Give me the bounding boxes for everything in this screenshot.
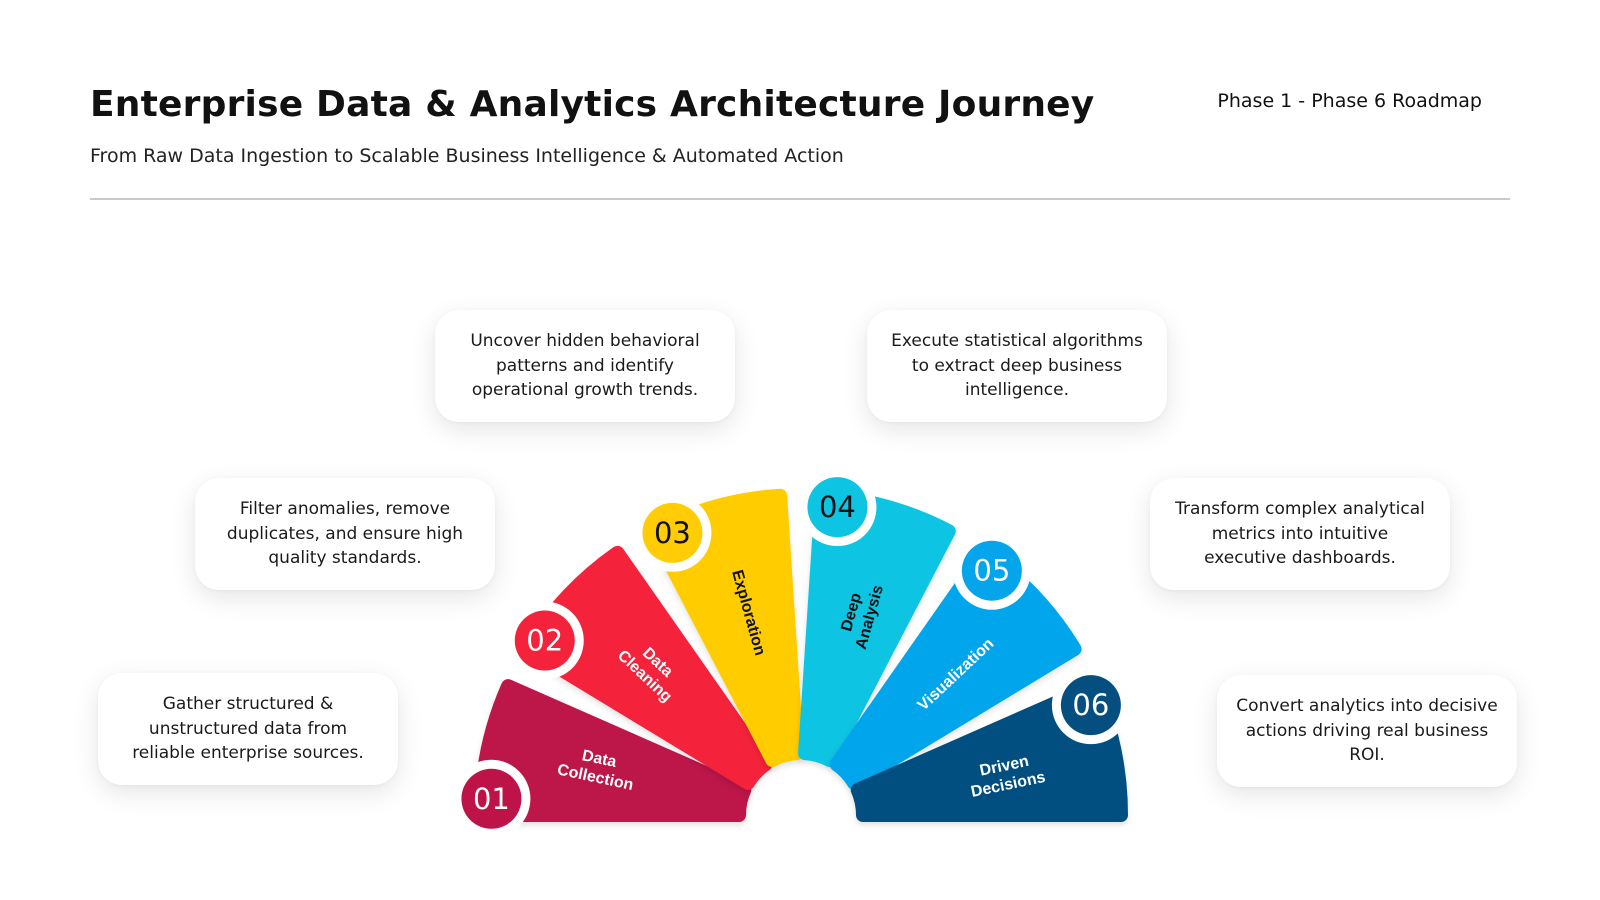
header-divider bbox=[90, 198, 1510, 200]
step-card-03: Uncover hidden behavioral patterns and i… bbox=[435, 310, 735, 422]
step-card-04: Execute statistical algorithms to extrac… bbox=[867, 310, 1167, 422]
step-description-02: Filter anomalies, remove duplicates, and… bbox=[226, 499, 464, 569]
step-description-06: Convert analytics into decisive actions … bbox=[1236, 696, 1498, 766]
step-badge-03 bbox=[642, 502, 703, 563]
step-badge-02 bbox=[514, 610, 575, 671]
step-description-03: Uncover hidden behavioral patterns and i… bbox=[470, 331, 700, 401]
page-subtitle: From Raw Data Ingestion to Scalable Busi… bbox=[90, 145, 844, 167]
step-card-06: Convert analytics into decisive actions … bbox=[1217, 675, 1517, 787]
step-card-05: Transform complex analytical metrics int… bbox=[1150, 478, 1450, 590]
step-badge-05 bbox=[961, 540, 1022, 601]
step-number-01: 01 bbox=[473, 782, 510, 816]
step-badge-01 bbox=[461, 768, 522, 829]
step-description-05: Transform complex analytical metrics int… bbox=[1175, 499, 1425, 569]
step-card-02: Filter anomalies, remove duplicates, and… bbox=[195, 478, 495, 590]
phase-range-label: Phase 1 - Phase 6 Roadmap bbox=[1217, 90, 1482, 112]
page-title: Enterprise Data & Analytics Architecture… bbox=[90, 84, 1095, 125]
step-number-06: 06 bbox=[1072, 688, 1109, 722]
step-number-02: 02 bbox=[526, 624, 563, 658]
step-card-01: Gather structured & unstructured data fr… bbox=[98, 673, 398, 785]
step-badge-04 bbox=[807, 477, 868, 538]
step-label-line: Data bbox=[580, 747, 618, 771]
step-number-04: 04 bbox=[819, 490, 856, 524]
step-description-01: Gather structured & unstructured data fr… bbox=[132, 694, 364, 764]
step-description-04: Execute statistical algorithms to extrac… bbox=[891, 331, 1143, 401]
step-number-05: 05 bbox=[973, 554, 1010, 588]
step-badge-06 bbox=[1060, 675, 1121, 736]
step-number-03: 03 bbox=[654, 516, 691, 550]
